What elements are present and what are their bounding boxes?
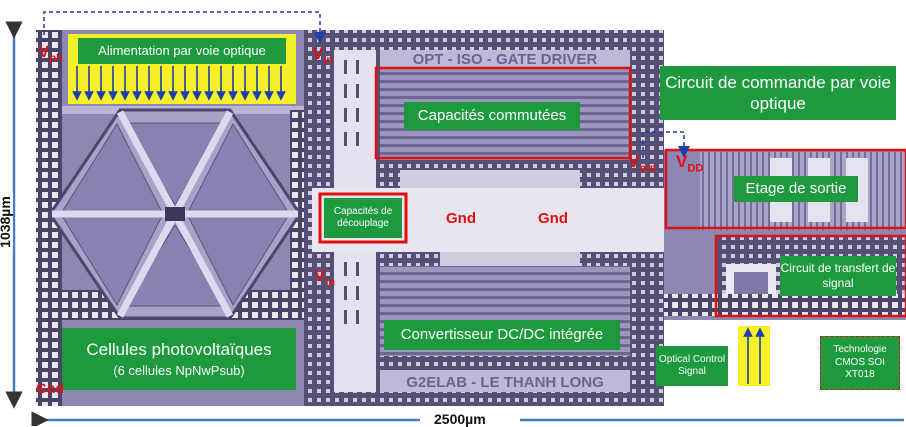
capacites-decouplage-label: Capacités de découplage (324, 198, 402, 238)
cellules-subtitle: (6 cellules NpNwPsub) (113, 363, 245, 379)
circuit-transfert-label: Circuit de transfert de signal (780, 256, 896, 296)
photovoltaic-center (165, 207, 185, 221)
height-dimension-label: 1038µm (0, 193, 13, 251)
technologie-label: Technologie CMOS SOI XT018 (820, 336, 900, 390)
optical-control-label: Optical Control Signal (656, 346, 728, 386)
pin-vdd: VDD (676, 152, 703, 174)
gnd-left-label: Gnd (446, 210, 476, 227)
die-corridor-rib (400, 170, 580, 188)
die-text-top: OPT - ISO - GATE DRIVER (413, 51, 598, 68)
pin-vin-top: Vin (312, 44, 333, 66)
pin-vph: Vph (38, 42, 63, 64)
pin-vin-mid: Vin (314, 266, 335, 288)
cellules-title: Cellules photovoltaïques (86, 339, 271, 360)
die-corridor-vertical (334, 50, 376, 208)
die-text-bottom: G2ELAB - LE THANH LONG (406, 374, 604, 391)
gnd-right-label: Gnd (538, 210, 568, 227)
pin-gnd-corner: Gnd (36, 380, 64, 396)
etage-sortie-label: Etage de sortie (734, 176, 858, 202)
die-corridor-vertical-low (334, 252, 376, 392)
cellules-label: Cellules photovoltaïques (6 cellules NpN… (62, 328, 296, 390)
capacites-commutees-label: Capacités commutées (404, 102, 580, 130)
die-corridor-rib-low (440, 252, 580, 266)
convertisseur-label: Convertisseur DC/DC intégrée (384, 320, 620, 350)
optical-control-yellow (738, 326, 770, 386)
circuit-commande-label: Circuit de commande par voie optique (660, 66, 896, 120)
pin-vout: Vout (628, 152, 656, 174)
width-dimension-label: 2500µm (430, 411, 490, 427)
output-pad-strip (664, 294, 906, 316)
alimentation-label: Alimentation par voie optique (78, 38, 286, 64)
